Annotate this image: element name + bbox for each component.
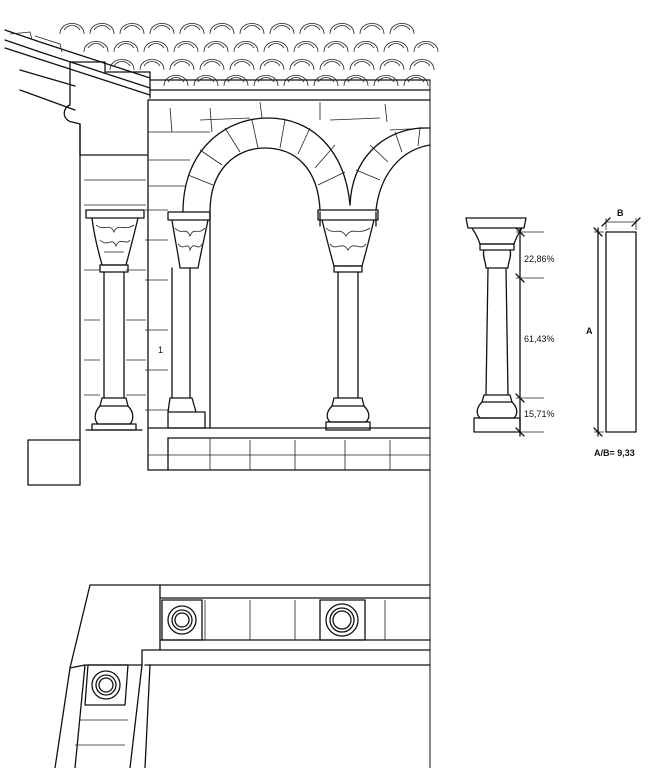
roof-tile (173, 41, 199, 53)
roof-tile (373, 75, 399, 87)
roof-tile (149, 23, 175, 35)
column-1 (85, 209, 145, 431)
column-base-plan (325, 603, 359, 637)
ratio-label: A/B= 9,33 (594, 448, 635, 458)
roof-tile (233, 41, 259, 53)
column-base-plan (98, 677, 114, 693)
ratio-diagram: B A A/B= 9,33 (586, 208, 641, 458)
roof-tile (359, 23, 385, 35)
arch-wall (147, 99, 431, 429)
roof-tile (293, 41, 319, 53)
column-3 (317, 209, 379, 431)
roof-tile (139, 59, 165, 71)
roof-tile (253, 75, 279, 87)
roof-tile (413, 41, 439, 53)
roof-tile (199, 59, 225, 71)
column-base-plan (171, 609, 193, 631)
roof-tile (179, 23, 205, 35)
roof-tile (383, 41, 409, 53)
column-base-plan (174, 612, 190, 628)
column-base-plan (332, 610, 352, 630)
roof-tile (209, 23, 235, 35)
column-base-plan (95, 674, 117, 696)
roof-tile (323, 41, 349, 53)
roof-tile (319, 59, 345, 71)
column-profile-diagram: 22,86% 61,43% 15,71% (465, 217, 555, 437)
roof-tile (259, 59, 285, 71)
dimension-a-label: A (586, 326, 593, 336)
roof-tile (389, 23, 415, 35)
column-2 (167, 211, 211, 429)
roof-tile (163, 75, 189, 87)
roof-tile (239, 23, 265, 35)
roof-tile (203, 41, 229, 53)
roof-tile (403, 75, 429, 87)
roof-tile (113, 41, 139, 53)
base-plinth (147, 79, 431, 768)
roof-tile (109, 59, 135, 71)
small-mark-label: 1 (158, 345, 163, 355)
roof-tile (329, 23, 355, 35)
left-pier (27, 99, 168, 486)
roof-tile (299, 23, 325, 35)
lower-proportion-label: 15,71% (524, 409, 555, 419)
roof-tile (353, 41, 379, 53)
roof-tile (343, 75, 369, 87)
roof-tile (269, 23, 295, 35)
roof-tile (223, 75, 249, 87)
dimension-b-label: B (617, 208, 624, 218)
roof-tile (379, 59, 405, 71)
upper-proportion-label: 22,86% (524, 254, 555, 264)
roof-tile (89, 23, 115, 35)
roof-tile (289, 59, 315, 71)
roof-tile (229, 59, 255, 71)
plan-view (54, 584, 431, 768)
roof-tile (283, 75, 309, 87)
roof-tile (193, 75, 219, 87)
roof-tile (263, 41, 289, 53)
roof-tile (409, 59, 435, 71)
roof-tiles (59, 23, 439, 91)
roof-tile (83, 41, 109, 53)
column-base-plan (329, 607, 355, 633)
roof-eave (4, 29, 151, 486)
roof-tile (349, 59, 375, 71)
middle-proportion-label: 61,43% (524, 334, 555, 344)
roof-tile (169, 59, 195, 71)
roof-tile (59, 23, 85, 35)
roof-tile (143, 41, 169, 53)
roof-tile (313, 75, 339, 87)
column-base-plan (167, 605, 197, 635)
column-base-plan (91, 670, 121, 700)
roof-tile (119, 23, 145, 35)
